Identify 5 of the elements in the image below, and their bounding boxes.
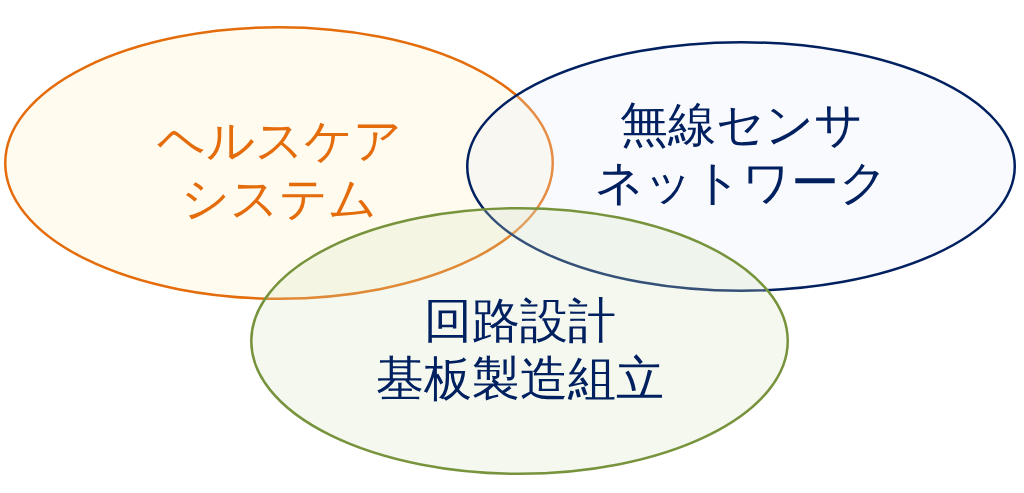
venn-label: ヘルスケアシステム <box>155 111 403 227</box>
venn-label: 無線センサネットワーク <box>593 94 889 211</box>
venn-label: 基板製造組立 <box>375 349 664 407</box>
venn-ellipse <box>466 41 1016 292</box>
venn-label: 回路設計 <box>423 291 616 349</box>
